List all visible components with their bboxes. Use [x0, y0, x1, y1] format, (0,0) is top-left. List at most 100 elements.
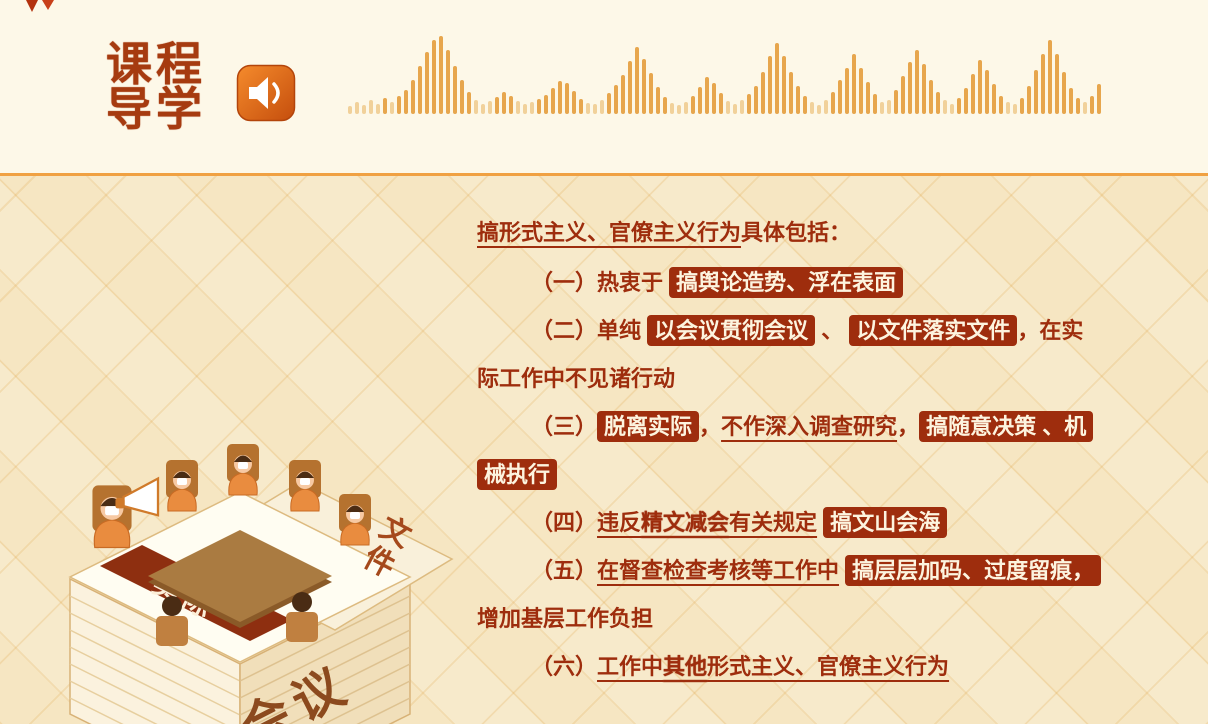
- waveform-bar: [810, 102, 814, 114]
- waveform-bar: [957, 98, 961, 114]
- text-segment: （二）单纯: [531, 318, 648, 343]
- waveform-bar: [502, 92, 506, 114]
- waveform-bar: [803, 96, 807, 114]
- person: [227, 444, 259, 496]
- audio-waveform[interactable]: [348, 24, 1101, 114]
- list-line: 增加基层工作负担: [477, 602, 1177, 635]
- waveform-bar: [481, 104, 485, 114]
- waveform-bar: [446, 50, 450, 114]
- waveform-bar: [621, 75, 625, 114]
- waveform-bar: [523, 104, 527, 114]
- waveform-bar: [922, 64, 926, 114]
- waveform-bar: [978, 60, 982, 114]
- waveform-bar: [565, 83, 569, 114]
- waveform-bar: [579, 99, 583, 114]
- waveform-bar: [887, 100, 891, 114]
- waveform-bar: [775, 43, 779, 114]
- text-segment: 搞随意决策 、机: [919, 411, 1094, 442]
- waveform-bar: [425, 52, 429, 114]
- waveform-bar: [600, 100, 604, 114]
- person-with-megaphone: [92, 476, 160, 549]
- waveform-bar: [467, 92, 471, 114]
- list-line: （三）脱离实际，不作深入调查研究，搞随意决策 、机: [477, 410, 1177, 443]
- list-line: 械执行: [477, 458, 1177, 491]
- waveform-bar: [404, 90, 408, 114]
- waveform-bar: [964, 88, 968, 114]
- waveform-bar: [369, 100, 373, 114]
- waveform-bar: [880, 102, 884, 114]
- waveform-bar: [348, 106, 352, 114]
- waveform-bar: [670, 103, 674, 114]
- waveform-bar: [740, 100, 744, 114]
- waveform-bar: [411, 80, 415, 114]
- waveform-bar: [754, 86, 758, 114]
- waveform-bar: [1055, 54, 1059, 114]
- waveform-bar: [971, 74, 975, 114]
- person: [289, 460, 321, 512]
- person: [339, 494, 371, 546]
- waveform-bar: [1069, 88, 1073, 114]
- waveform-bar: [1020, 98, 1024, 114]
- waveform-bar: [768, 56, 772, 114]
- text-segment: 工作中: [597, 654, 664, 679]
- logo-line-1: 课程: [106, 38, 206, 90]
- waveform-bar: [1006, 102, 1010, 114]
- text-segment: 形式主义、官僚主义行为: [707, 654, 950, 679]
- course-guide-logo: 课程 导学: [106, 38, 206, 132]
- waveform-bar: [985, 70, 989, 114]
- text-segment: 不作深入调查研究: [721, 414, 898, 439]
- list-line: 际工作中不见诸行动: [477, 362, 1177, 395]
- text-segment: ，在实: [1017, 318, 1084, 343]
- waveform-bar: [929, 80, 933, 114]
- text-segment: ，: [897, 414, 920, 439]
- waveform-bar: [1062, 72, 1066, 114]
- text-segment: （一）热衷于: [531, 270, 670, 295]
- text-segment: 增加基层工作负担: [477, 606, 654, 631]
- waveform-bar: [796, 86, 800, 114]
- waveform-bar: [1090, 96, 1094, 114]
- waveform-bar: [474, 100, 478, 114]
- text-segment: 以文件落实文件: [849, 315, 1018, 346]
- speaker-icon[interactable]: [236, 64, 296, 122]
- waveform-bar: [488, 101, 492, 114]
- text-segment: （五）: [531, 558, 598, 583]
- waveform-bar: [950, 104, 954, 114]
- main-panel: 文件 会议 实际: [0, 176, 1208, 724]
- waveform-bar: [733, 104, 737, 114]
- list-line: （四）违反精文减会有关规定 搞文山会海: [477, 506, 1177, 539]
- text-segment: ，: [699, 414, 722, 439]
- text-segment: 在督查检查考核等工作中: [597, 558, 840, 583]
- text-segment: 际工作中不见诸行动: [477, 366, 676, 391]
- waveform-bar: [593, 104, 597, 114]
- waveform-bar: [397, 96, 401, 114]
- text-segment: 搞形式主义、官僚主义行为: [477, 220, 742, 245]
- text-segment: 搞层层加码、过度留痕，: [845, 555, 1102, 586]
- waveform-bar: [390, 102, 394, 114]
- waveform-bar: [663, 97, 667, 114]
- waveform-bar: [628, 61, 632, 114]
- waveform-bar: [362, 105, 366, 114]
- section-title: 搞形式主义、官僚主义行为具体包括：: [477, 216, 1177, 249]
- text-segment: 其他: [663, 654, 708, 679]
- waveform-bar: [908, 62, 912, 114]
- waveform-bar: [635, 47, 639, 114]
- text-segment: （六）: [531, 654, 598, 679]
- waveform-bar: [1041, 54, 1045, 114]
- waveform-bar: [838, 80, 842, 114]
- content-lines: （一）热衷于 搞舆论造势、浮在表面（二）单纯 以会议贯彻会议 、 以文件落实文件…: [477, 266, 1177, 683]
- waveform-bar: [586, 103, 590, 114]
- waveform-bar: [530, 102, 534, 114]
- waveform-bar: [551, 88, 555, 114]
- paper-stack-sheet-lines-right: [239, 595, 411, 724]
- waveform-bar: [656, 87, 660, 114]
- waveform-bar: [726, 101, 730, 114]
- text-segment: 具体包括：: [741, 220, 852, 245]
- waveform-bar: [558, 81, 562, 114]
- waveform-bar: [376, 104, 380, 114]
- waveform-bar: [817, 105, 821, 114]
- waveform-bar: [761, 72, 765, 114]
- waveform-bar: [936, 92, 940, 114]
- waveform-bar: [943, 100, 947, 114]
- waveform-bar: [383, 98, 387, 114]
- waveform-bar: [642, 59, 646, 114]
